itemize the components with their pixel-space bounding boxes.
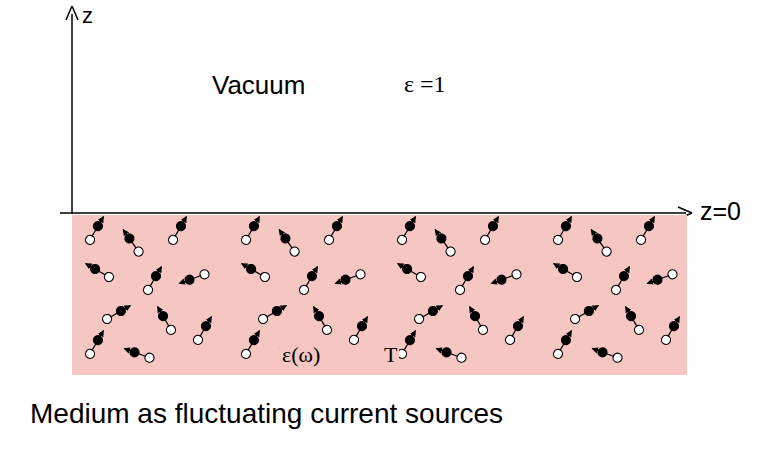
dipole xyxy=(84,328,108,360)
medium-region: ε(ω) T xyxy=(72,215,687,375)
dipole xyxy=(504,314,528,346)
dipole xyxy=(396,215,420,246)
dipole xyxy=(310,304,334,336)
z-axis-arrowhead xyxy=(66,6,78,20)
dipole xyxy=(119,227,144,258)
dipole xyxy=(395,260,427,284)
dipole xyxy=(154,304,178,336)
dipole xyxy=(101,302,133,326)
z-axis xyxy=(71,14,73,214)
axis-label: Vacuum xyxy=(212,71,305,100)
surface-line xyxy=(60,212,686,214)
dipole xyxy=(334,268,367,287)
dipole xyxy=(587,227,612,258)
dipole xyxy=(84,215,108,246)
dipole xyxy=(591,344,624,363)
dipole xyxy=(551,260,583,284)
dipole xyxy=(454,264,478,296)
dipole xyxy=(490,268,523,287)
caption: Medium as fluctuating current sources xyxy=(30,399,503,430)
dipole xyxy=(413,302,445,326)
dipole xyxy=(240,328,264,360)
dipole xyxy=(622,304,646,336)
dipole xyxy=(167,215,191,246)
dipole xyxy=(431,227,456,258)
dipole xyxy=(240,215,264,246)
dipole xyxy=(348,314,372,346)
dipole xyxy=(239,260,271,284)
dipole xyxy=(435,344,468,363)
dipole xyxy=(178,268,211,287)
medium-parameter: T xyxy=(382,343,399,367)
axis-label: ε =1 xyxy=(404,71,446,97)
dipole xyxy=(635,215,659,246)
dipole xyxy=(660,314,684,346)
dipole xyxy=(298,264,322,296)
dipole xyxy=(142,264,166,296)
dipole xyxy=(466,304,490,336)
axis-label: z xyxy=(82,4,93,28)
dipole xyxy=(257,302,289,326)
dipole xyxy=(646,268,679,287)
dipole xyxy=(275,227,300,258)
dipole xyxy=(552,215,576,246)
dipole xyxy=(479,215,503,246)
dipole xyxy=(552,328,576,360)
dipole xyxy=(610,264,634,296)
dipole xyxy=(123,344,156,363)
dipole-field xyxy=(72,215,687,375)
dipole xyxy=(323,215,347,246)
dipole xyxy=(192,314,216,346)
axis-label: z=0 xyxy=(700,198,741,226)
dipole xyxy=(83,260,115,284)
medium-parameter: ε(ω) xyxy=(280,343,322,367)
dipole xyxy=(569,302,601,326)
